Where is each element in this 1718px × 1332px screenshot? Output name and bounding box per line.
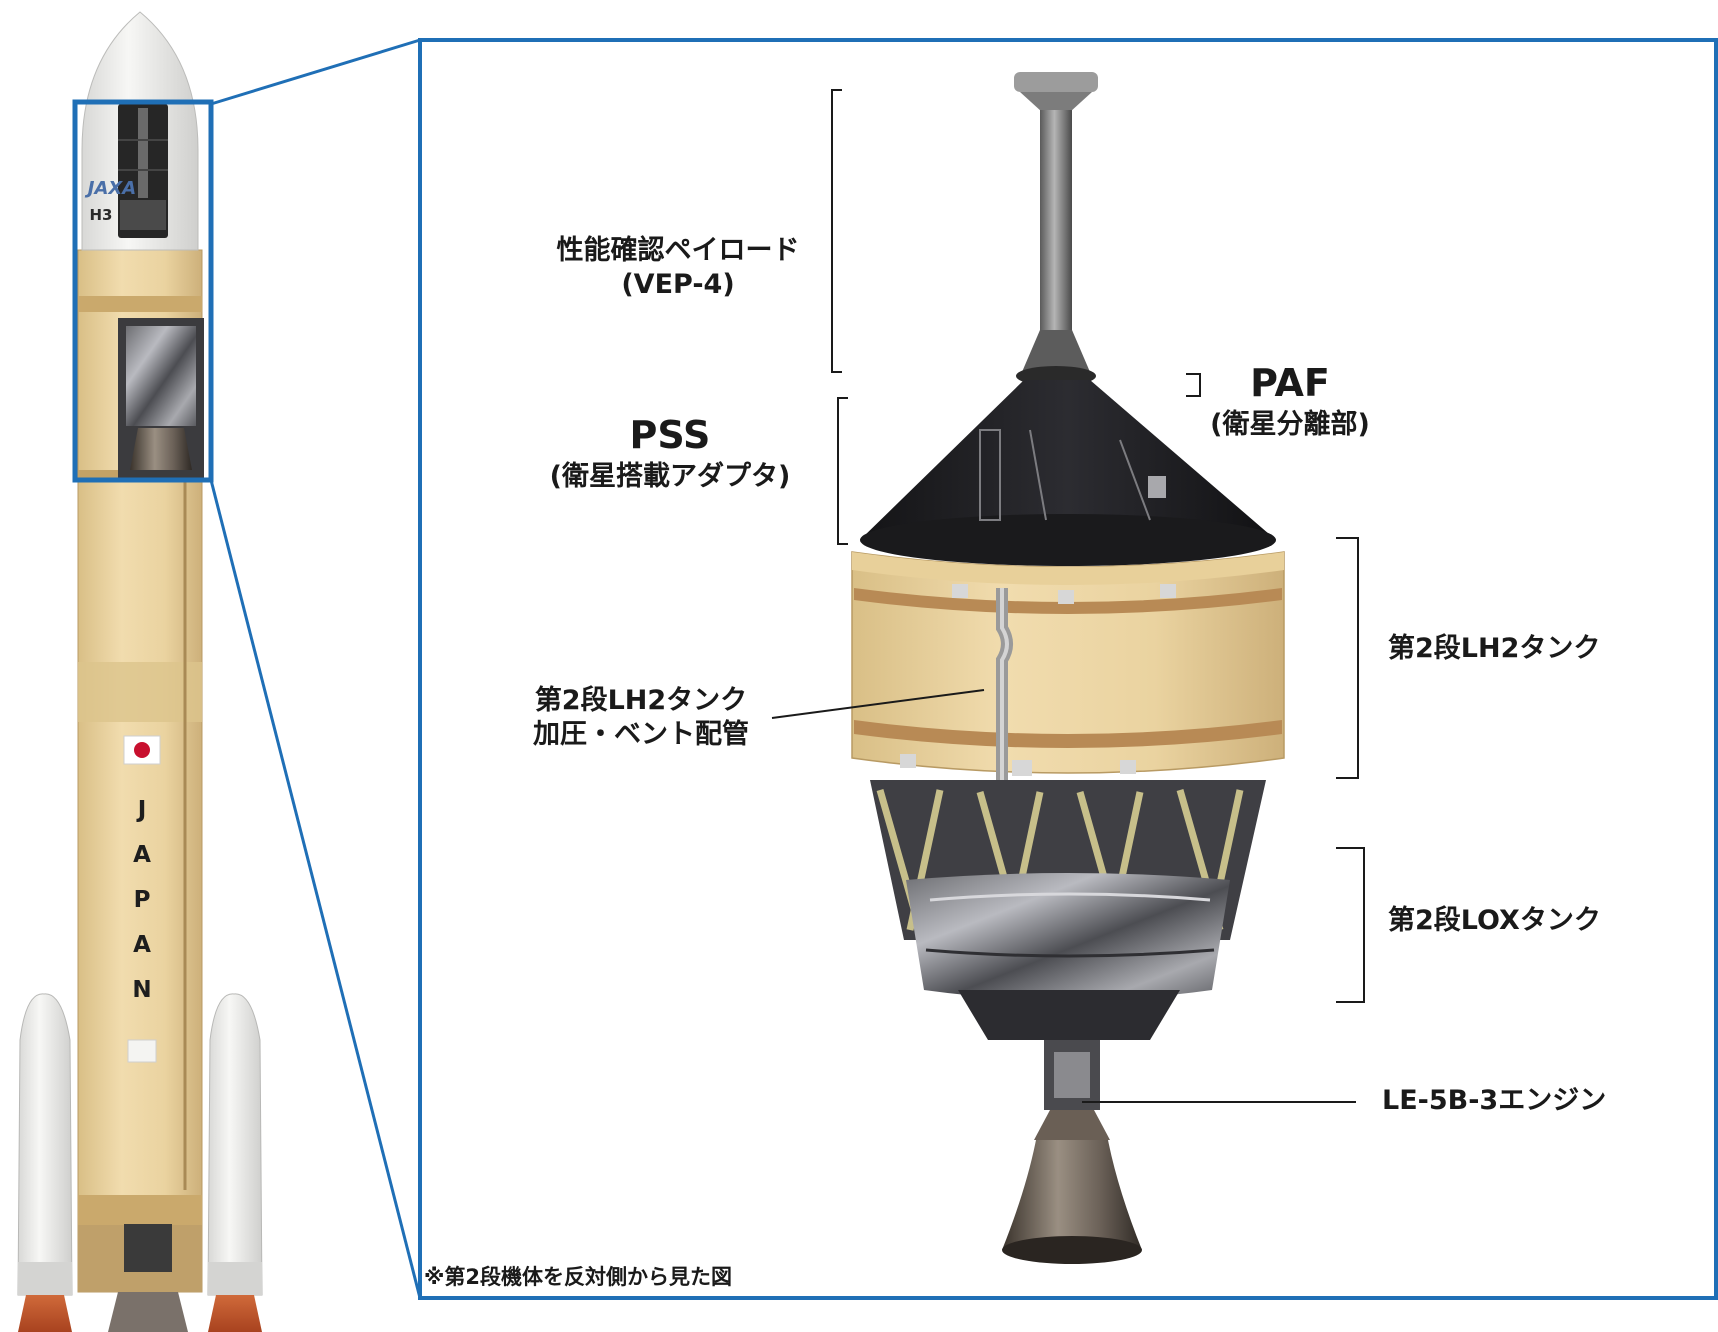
japan-letter: A — [133, 842, 151, 868]
label-lh2-tank: 第2段LH2タンク — [1388, 633, 1601, 664]
stage2-illustration — [851, 72, 1285, 1264]
label-pss-main: PSS — [629, 413, 711, 457]
label-paf-main: PAF — [1250, 361, 1330, 405]
h3-logo: H3 — [89, 206, 113, 224]
piping-leader-line — [771, 689, 985, 719]
payload-bracket — [831, 89, 842, 373]
zoom-line-top — [210, 38, 421, 106]
stage2-highlight-box — [72, 99, 214, 483]
label-payload-sub: (VEP-4) — [621, 268, 735, 300]
label-payload: 性能確認ペイロード (VEP-4) — [528, 234, 828, 302]
label-paf: PAF (衛星分離部) — [1180, 360, 1400, 441]
label-paf-sub: (衛星分離部) — [1210, 408, 1370, 440]
zoom-line-bottom — [209, 479, 422, 1299]
label-pss: PSS (衛星搭載アダプタ) — [518, 412, 822, 493]
label-lh2-piping-line2: 加圧・ベント配管 — [533, 718, 749, 750]
label-payload-main: 性能確認ペイロード — [556, 235, 800, 266]
japan-letter: P — [133, 887, 151, 913]
detail-frame — [418, 38, 1718, 1300]
label-lox-tank: 第2段LOXタンク — [1388, 905, 1601, 936]
label-lh2-piping-line1: 第2段LH2タンク — [534, 685, 748, 716]
pss-bracket — [837, 397, 848, 545]
label-pss-sub: (衛星搭載アダプタ) — [549, 460, 791, 492]
srb-right — [207, 993, 263, 1332]
label-engine: LE-5B-3エンジン — [1382, 1085, 1607, 1116]
lox-tank-bracket — [1336, 847, 1365, 1003]
rocket-illustration — [17, 11, 263, 1332]
paf-bracket — [1186, 373, 1201, 397]
payload-fairing — [81, 11, 199, 251]
japan-letter: J — [137, 797, 147, 823]
japan-letter: A — [133, 932, 151, 958]
jaxa-logo: JAXA — [87, 178, 137, 199]
lh2-tank-bracket — [1336, 537, 1359, 779]
srb-left — [17, 993, 73, 1332]
label-lh2-piping: 第2段LH2タンク 加圧・ベント配管 — [496, 684, 786, 752]
japan-letter: N — [132, 977, 152, 1003]
japan-lettering: J A P A N — [126, 788, 158, 1013]
footnote: ※第2段機体を反対側から見た図 — [424, 1265, 733, 1289]
